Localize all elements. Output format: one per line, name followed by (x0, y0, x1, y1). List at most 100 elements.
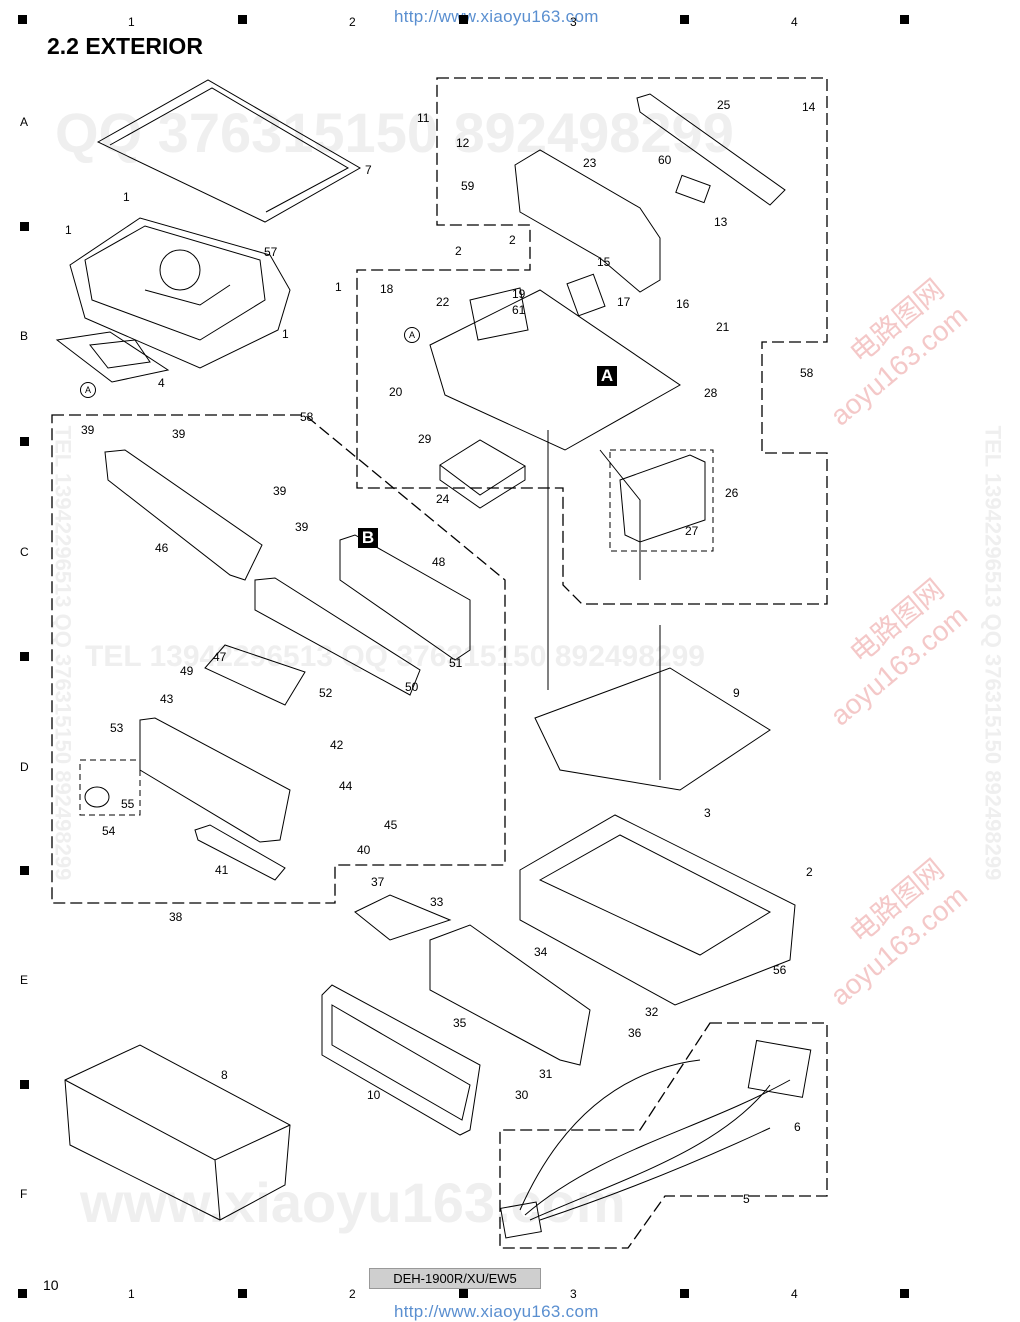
callout-27: 27 (685, 524, 699, 538)
callout-35: 35 (453, 1016, 467, 1030)
grid-mark (900, 1289, 909, 1298)
callout-54: 54 (102, 824, 116, 838)
watermark-tel: TEL 13942296513 QQ 376315150 892498299 (85, 640, 705, 673)
grid-mark (18, 15, 27, 24)
callout-44: 44 (339, 779, 353, 793)
callout-9: 9 (733, 686, 740, 700)
grid-col-3: 3 (570, 15, 577, 29)
callout-25: 25 (717, 98, 731, 112)
grid-mark (459, 1289, 468, 1298)
part-49-window (204, 644, 306, 706)
grid-col-1-bottom: 1 (128, 1287, 135, 1301)
watermark-qq: QQ 376315150 892498299 (55, 101, 734, 164)
callout-26: 26 (725, 486, 739, 500)
part-24-shield (439, 439, 526, 496)
grid-mark (20, 222, 29, 231)
callout-1: 1 (123, 190, 130, 204)
footer-url[interactable]: http://www.xiaoyu163.com (394, 1302, 599, 1321)
assembly-label-a: A (597, 366, 617, 386)
grid-row-e: E (20, 973, 29, 987)
callout-13: 13 (714, 215, 728, 229)
grid-col-4: 4 (791, 15, 798, 29)
ref-a-circle: A (404, 327, 420, 343)
callout-8: 8 (221, 1068, 228, 1082)
grid-row-b: B (20, 329, 29, 343)
callout-2: 2 (455, 244, 462, 258)
model-number: DEH-1900R/XU/EW5 (369, 1268, 541, 1289)
part-53-front (139, 717, 291, 843)
grid-mark (680, 1289, 689, 1298)
callout-6: 6 (794, 1120, 801, 1134)
part-8-sleeve (64, 1044, 291, 1221)
grid-mark (900, 15, 909, 24)
callout-33: 33 (430, 895, 444, 909)
callout-11: 11 (417, 111, 430, 125)
assembly-label-b: B (358, 528, 378, 548)
callout-38: 38 (169, 910, 183, 924)
part-41-buttons (194, 824, 286, 881)
part-56-chassis (519, 814, 796, 1006)
grid-mark (20, 437, 29, 446)
callout-24: 24 (436, 492, 450, 506)
part-7-cover (96, 79, 362, 223)
callout-19: 19 (512, 287, 526, 301)
callout-1: 1 (335, 280, 342, 294)
callout-49: 49 (180, 664, 194, 678)
callout-16: 16 (676, 297, 690, 311)
callout-7: 7 (365, 163, 372, 177)
callout-39: 39 (273, 484, 287, 498)
callout-14: 14 (802, 100, 816, 114)
callout-40: 40 (357, 843, 371, 857)
callout-50: 50 (405, 680, 419, 694)
part-50-holder (254, 577, 421, 696)
grid-row-d: D (20, 760, 29, 774)
grid-mark (680, 15, 689, 24)
callout-28: 28 (704, 386, 718, 400)
grid-col-3-bottom: 3 (570, 1287, 577, 1301)
grid-row-c: C (20, 545, 29, 559)
callout-48: 48 (432, 555, 446, 569)
callout-42: 42 (330, 738, 344, 752)
callout-10: 10 (367, 1088, 381, 1102)
part-55-knob (84, 786, 110, 808)
grid-row-a: A (20, 115, 29, 129)
callout-29: 29 (418, 432, 432, 446)
boundary-assembly-a (356, 77, 828, 605)
header-url[interactable]: http://www.xiaoyu163.com (394, 7, 599, 26)
callout-57: 57 (264, 245, 278, 259)
page-number: 10 (43, 1277, 59, 1293)
part-25-rail (636, 93, 786, 206)
callout-41: 41 (215, 863, 229, 877)
callout-52: 52 (319, 686, 333, 700)
callout-39: 39 (81, 423, 95, 437)
grid-mark (20, 866, 29, 875)
callout-20: 20 (389, 385, 403, 399)
callout-36: 36 (628, 1026, 642, 1040)
part-60-connector (675, 174, 711, 204)
callout-21: 21 (716, 320, 730, 334)
callout-34: 34 (534, 945, 548, 959)
part-4-cable (55, 331, 170, 383)
callout-15: 15 (597, 255, 611, 269)
grid-col-2: 2 (349, 15, 356, 29)
callout-37: 37 (371, 875, 385, 889)
callout-47: 47 (213, 650, 227, 664)
callout-45: 45 (384, 818, 398, 832)
grid-mark (459, 15, 468, 24)
part-pcb-a (429, 289, 681, 451)
callout-59: 59 (461, 179, 475, 193)
callout-60: 60 (658, 153, 672, 167)
callout-3: 3 (704, 806, 711, 820)
grid-col-4-bottom: 4 (791, 1287, 798, 1301)
grid-mark (20, 1080, 29, 1089)
callout-2: 2 (509, 233, 516, 247)
callout-2: 2 (806, 865, 813, 879)
boundary-harness (499, 1022, 828, 1249)
callout-4: 4 (158, 376, 165, 390)
callout-56: 56 (773, 963, 787, 977)
part-23-bracket (514, 149, 661, 293)
grid-col-2-bottom: 2 (349, 1287, 356, 1301)
part-5-harness (519, 1059, 791, 1221)
callout-46: 46 (155, 541, 169, 555)
